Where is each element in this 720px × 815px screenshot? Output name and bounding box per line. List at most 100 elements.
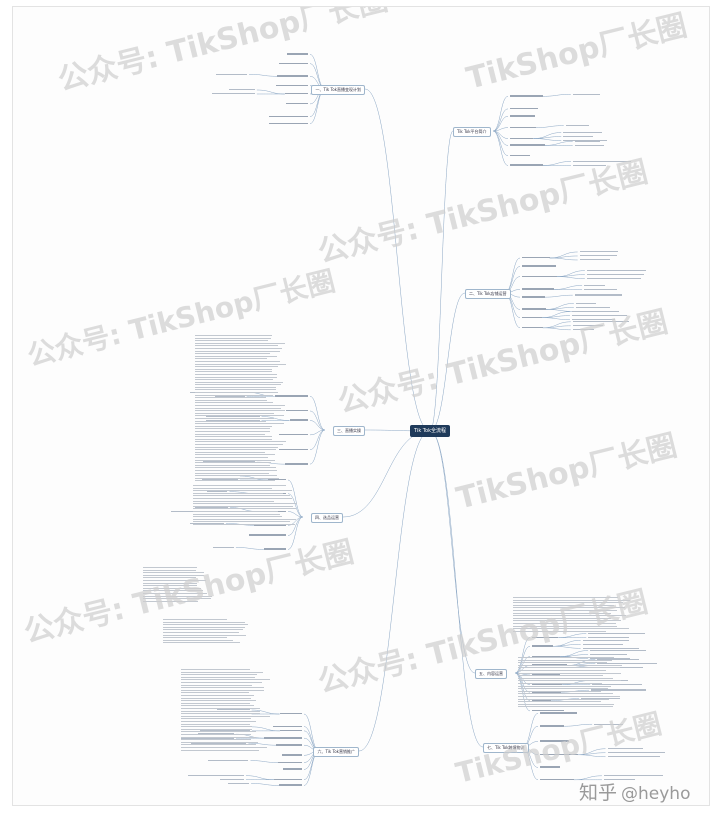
paragraph-line-mark [193, 495, 291, 497]
leaf-mark [579, 255, 618, 257]
paragraph-line-mark [513, 599, 630, 601]
paragraph-line-mark [195, 407, 282, 409]
leaf-mark [283, 768, 302, 770]
branch-node-b7[interactable]: 六、Tik Tok营销推广 [313, 747, 359, 757]
leaf-mark [592, 683, 643, 686]
leaf-mark [205, 419, 260, 421]
paragraph-line-mark [195, 423, 285, 425]
paragraph-line-mark [518, 667, 620, 669]
leaf-mark [279, 433, 308, 436]
paragraph-line-mark [195, 464, 270, 466]
paragraph-line-mark [518, 662, 607, 664]
paragraph-line-mark [195, 415, 284, 417]
paragraph-line-mark [181, 747, 267, 749]
paragraph-line-mark [181, 669, 250, 671]
leaf-mark [289, 419, 308, 421]
paragraph-line-mark [193, 508, 297, 510]
paragraph-line-mark [181, 744, 256, 746]
leaf-mark [522, 296, 545, 298]
paragraph-line-mark [195, 389, 277, 391]
paragraph-line-mark [513, 625, 617, 627]
paragraph-line-mark [193, 518, 296, 520]
paragraph-line-mark [195, 449, 277, 451]
leaf-mark [263, 548, 286, 550]
paragraph-line-mark [195, 457, 268, 459]
leaf-mark [203, 461, 255, 463]
branch-node-b5[interactable]: 四、选品运营 [311, 513, 343, 523]
paragraph-line-mark [193, 516, 282, 518]
paragraph-line-mark [195, 428, 270, 430]
paragraph-line-mark [195, 459, 276, 461]
branch-node-b6[interactable]: 五、内容运营 [475, 669, 507, 679]
leaf-mark [278, 62, 308, 65]
leaf-mark [510, 164, 543, 166]
leaf-mark [212, 93, 255, 95]
leaf-mark [540, 725, 565, 727]
leaf-mark [607, 748, 643, 750]
paragraph-line-mark [518, 698, 610, 700]
leaf-mark [590, 649, 646, 652]
paragraph-line-mark [518, 690, 601, 692]
leaf-mark [540, 778, 574, 781]
paragraph-line-mark [193, 503, 298, 505]
paragraph-line-mark [163, 629, 243, 631]
leaf-mark [522, 265, 557, 267]
paragraph-line-mark [143, 569, 196, 571]
paragraph-line-mark [181, 708, 260, 710]
leaf-mark [572, 160, 632, 162]
paragraph-line-mark [195, 361, 281, 363]
leaf-mark [215, 395, 245, 397]
paragraph-line-mark [195, 366, 278, 368]
leaf-mark [532, 645, 553, 647]
paragraph-line-mark [193, 498, 292, 500]
branch-node-b4[interactable]: 三、直播实操 [333, 426, 365, 436]
leaf-mark [267, 478, 286, 481]
paragraph-line-mark [513, 617, 611, 619]
paragraph-line-mark [513, 615, 627, 617]
leaf-mark [228, 89, 255, 91]
paragraph-line-mark [195, 451, 266, 453]
leaf-mark [510, 154, 530, 157]
leaf-mark [207, 490, 228, 493]
leaf-mark [522, 256, 550, 259]
branch-node-b2[interactable]: Tik Tok平台简介 [453, 127, 491, 137]
paragraph-line-mark [181, 723, 251, 725]
paragraph-line-mark [518, 706, 613, 708]
paragraph-line-mark [195, 425, 272, 427]
leaf-mark [588, 636, 630, 639]
leaf-mark [571, 318, 616, 321]
paragraph-line-mark [195, 379, 273, 381]
leaf-mark [510, 137, 534, 139]
paragraph-line-mark [143, 585, 198, 587]
paragraph-line-mark [181, 705, 255, 707]
leaf-mark [532, 673, 560, 676]
leaf-mark [287, 53, 308, 55]
leaf-mark [248, 534, 286, 536]
leaf-mark [284, 463, 308, 465]
paragraph-line-mark [195, 363, 287, 365]
paragraph-line-mark [195, 467, 276, 469]
paragraph-line-mark [195, 470, 278, 472]
leaf-mark [277, 75, 308, 77]
leaf-mark [272, 725, 302, 727]
paragraph-line-mark [181, 734, 252, 736]
paragraph-line-mark [195, 394, 273, 396]
paragraph-line-mark [143, 572, 205, 574]
paragraph-line-mark [195, 438, 272, 440]
leaf-mark [607, 756, 660, 758]
leaf-mark [189, 522, 224, 524]
zhihu-logo-text: 知乎 [579, 782, 618, 804]
mindmap-root-node[interactable]: Tik Tok全流程 [410, 425, 450, 437]
branch-node-b1[interactable]: 一、Tik Tok直播变现计划 [311, 85, 365, 95]
paragraph-line-mark [195, 410, 286, 412]
branch-node-b8[interactable]: 七、Tik Tok跨境物流 [483, 743, 529, 753]
paragraph-line-mark [193, 511, 278, 513]
paragraph-line-mark [195, 337, 272, 339]
branch-node-b3[interactable]: 二、Tik Tok店铺运营 [465, 289, 511, 299]
paragraph-line-mark [181, 687, 264, 689]
paragraph-line-mark [195, 480, 276, 482]
leaf-mark [278, 761, 302, 763]
leaf-mark [264, 737, 302, 739]
paragraph-line-mark [193, 500, 274, 502]
leaf-mark [574, 140, 601, 142]
